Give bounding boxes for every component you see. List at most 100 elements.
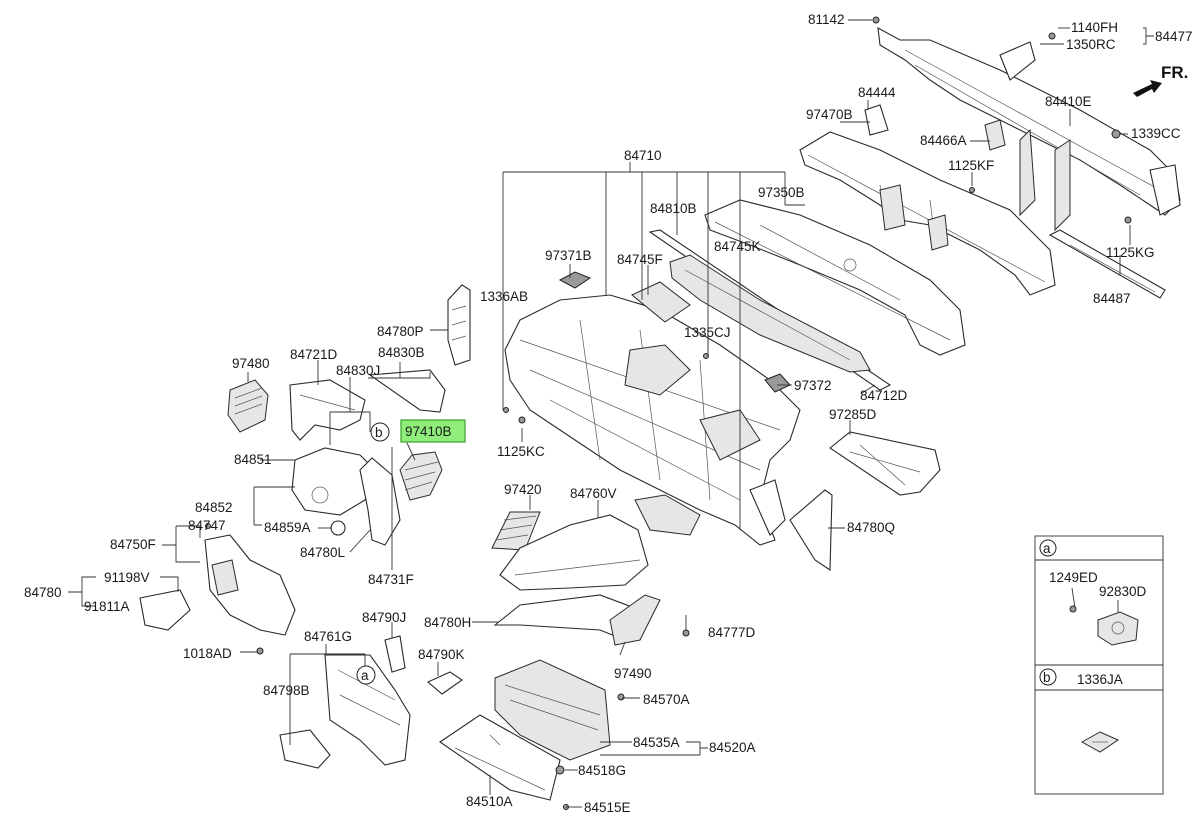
lower-side-cover: [359, 457, 401, 546]
part-84535A[interactable]: 84535A: [633, 735, 680, 750]
leader-lines: [68, 19, 1154, 808]
part-1335CJ[interactable]: 1335CJ: [684, 325, 731, 340]
part-97480[interactable]: 97480: [232, 356, 270, 371]
part-84780L[interactable]: 84780L: [300, 545, 346, 560]
part-1140FH[interactable]: 1140FH: [1071, 20, 1118, 35]
center-air-vent: [491, 511, 541, 551]
part-84745F[interactable]: 84745F: [617, 252, 663, 267]
legend-part-1249ED[interactable]: 1249ED: [1049, 570, 1098, 585]
part-84760V[interactable]: 84760V: [570, 486, 617, 501]
cluster-facia-panel: [289, 379, 366, 441]
part-84859A[interactable]: 84859A: [264, 520, 311, 535]
legend-b-marker: b: [1039, 668, 1057, 686]
front-direction-label: FR.: [1161, 63, 1188, 82]
part-84777D[interactable]: 84777D: [708, 625, 756, 640]
part-1339CC[interactable]: 1339CC: [1131, 126, 1181, 141]
part-91198V[interactable]: 91198V: [104, 570, 150, 585]
part-84518G[interactable]: 84518G: [578, 763, 626, 778]
part-84444[interactable]: 84444: [858, 85, 896, 100]
connector-84790K: [426, 671, 463, 695]
part-84466A[interactable]: 84466A: [920, 133, 967, 148]
defroster-garnish: [648, 229, 892, 391]
glove-box: [439, 714, 569, 810]
fasteners: [205, 353, 709, 701]
callout-b[interactable]: b: [370, 422, 390, 442]
legend-a-marker: a: [1039, 539, 1057, 557]
part-84747[interactable]: 84747: [188, 518, 226, 533]
part-84510A[interactable]: 84510A: [466, 794, 513, 809]
part-84710[interactable]: 84710: [624, 148, 662, 163]
lower-panel-cover: [279, 729, 331, 769]
glove-box-housing: [494, 659, 611, 761]
callout-a[interactable]: a: [356, 665, 376, 685]
part-84487[interactable]: 84487: [1093, 291, 1131, 306]
part-84780H[interactable]: 84780H: [424, 615, 471, 630]
part-1125KC[interactable]: 1125KC: [497, 444, 545, 459]
side-vent-97410B: [399, 451, 443, 501]
part-84790J[interactable]: 84790J: [362, 610, 406, 625]
front-direction-indicator: FR.: [1133, 63, 1188, 97]
legend-part-92830D[interactable]: 92830D: [1099, 584, 1147, 599]
part-97490[interactable]: 97490: [614, 666, 652, 681]
glove-box-support: [829, 431, 941, 496]
passenger-air-vent: [609, 594, 661, 646]
part-97470B[interactable]: 97470B: [806, 107, 853, 122]
part-84750F[interactable]: 84750F: [110, 537, 156, 552]
part-84790K[interactable]: 84790K: [418, 647, 465, 662]
crash-pad-main: [504, 271, 801, 546]
part-84570A[interactable]: 84570A: [643, 692, 690, 707]
part-84810B[interactable]: 84810B: [650, 201, 697, 216]
part-84515E[interactable]: 84515E: [584, 800, 631, 815]
svg-text:a: a: [361, 668, 369, 683]
part-97285D[interactable]: 97285D: [829, 407, 877, 422]
defroster-nozzle: [704, 199, 966, 356]
legend-panel: a 1249ED 92830D b 1336JA: [1034, 535, 1164, 795]
part-84780P[interactable]: 84780P: [377, 324, 424, 339]
part-84761G[interactable]: 84761G: [304, 629, 352, 644]
part-84830B[interactable]: 84830B: [378, 345, 425, 360]
svg-text:b: b: [1043, 670, 1051, 685]
part-1336AB[interactable]: 1336AB: [480, 289, 528, 304]
fuse-cover: [139, 589, 191, 631]
part-84721D[interactable]: 84721D: [290, 347, 338, 362]
clip-drawing: [1080, 731, 1120, 753]
part-84780Q[interactable]: 84780Q: [847, 520, 895, 535]
part-97372[interactable]: 97372: [794, 378, 832, 393]
part-1350RC[interactable]: 1350RC: [1066, 37, 1116, 52]
side-cover-upper: [368, 369, 446, 413]
part-97420[interactable]: 97420: [504, 482, 542, 497]
part-97410B: 97410B: [405, 424, 452, 439]
connector-84790J: [384, 635, 406, 673]
lower-crash-pad-left: [204, 534, 296, 636]
part-91811A[interactable]: 91811A: [84, 599, 130, 614]
part-84731F[interactable]: 84731F: [368, 572, 414, 587]
center-facia-panel: [499, 514, 649, 591]
part-97350B[interactable]: 97350B: [758, 185, 805, 200]
lower-knee-panel: [324, 654, 411, 766]
part-1125KG[interactable]: 1125KG: [1106, 245, 1155, 260]
part-84745K[interactable]: 84745K: [714, 239, 761, 254]
part-labels: 81142 1140FH 1350RC 84477 84444 84410E 9…: [24, 12, 1193, 815]
part-84798B[interactable]: 84798B: [263, 683, 310, 698]
highlighted-part-97410B[interactable]: 97410B: [400, 419, 466, 443]
part-1125KF[interactable]: 1125KF: [948, 158, 994, 173]
part-84830J[interactable]: 84830J: [336, 363, 380, 378]
defroster-duct: [799, 131, 1056, 296]
part-84780[interactable]: 84780: [24, 585, 62, 600]
part-84477[interactable]: 84477: [1155, 29, 1193, 44]
part-84520A[interactable]: 84520A: [709, 740, 756, 755]
svg-text:a: a: [1043, 541, 1051, 556]
part-84712D[interactable]: 84712D: [860, 388, 908, 403]
part-84852[interactable]: 84852: [195, 500, 233, 515]
side-cover-right: [789, 489, 833, 572]
map-lamp-drawing: [1069, 587, 1139, 646]
part-84851[interactable]: 84851: [234, 452, 272, 467]
steering-column-cover: [291, 447, 376, 536]
side-cover-bracket: [447, 284, 471, 366]
part-97371B[interactable]: 97371B: [545, 248, 592, 263]
part-1018AD[interactable]: 1018AD: [183, 646, 232, 661]
legend-part-1336JA[interactable]: 1336JA: [1077, 672, 1123, 687]
part-81142[interactable]: 81142: [808, 12, 845, 27]
part-84410E[interactable]: 84410E: [1045, 94, 1092, 109]
